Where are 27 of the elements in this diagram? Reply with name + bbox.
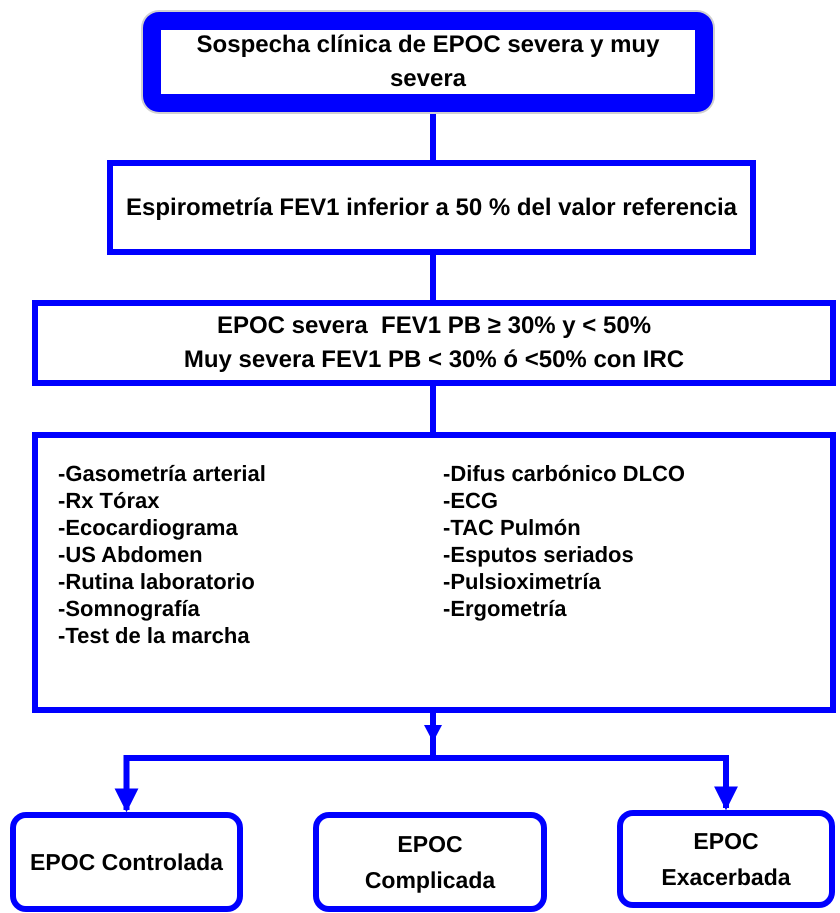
process-box (32, 300, 836, 386)
list-item: -Rutina laboratorio (58, 568, 256, 595)
box-text: EPOC Controlada (30, 848, 223, 877)
test-list-box (32, 432, 836, 713)
process-box (617, 810, 835, 908)
list-item: -US Abdomen (58, 541, 204, 568)
list-item: -Pulsioximetría (443, 568, 602, 595)
box-text: EPOC Complicada (364, 830, 496, 895)
list-item: -Gasometría arterial (58, 460, 267, 487)
list-item: -Ergometría (443, 595, 568, 622)
list-item: -TAC Pulmón (443, 514, 582, 541)
process-box (143, 12, 713, 112)
box-text: Muy severa FEV1 PB < 30% ó <50% con IRC (184, 345, 684, 375)
box-text: EPOC severa FEV1 PB ≥ 30% y < 50% (216, 311, 652, 341)
process-box (313, 812, 547, 912)
box-text: EPOC Exacerbada (660, 827, 792, 892)
list-item: -Difus carbónico DLCO (443, 460, 686, 487)
list-item: -ECG (443, 487, 499, 514)
box-text: Sospecha clínica de EPOC severa y muy severa (196, 30, 660, 94)
list-item: -Ecocardiograma (58, 514, 239, 541)
box-text: Espirometría FEV1 inferior a 50 % del valor referencia (126, 192, 737, 222)
list-item: -Rx Tórax (58, 487, 160, 514)
list-item: -Test de la marcha (58, 622, 251, 649)
list-item: -Somnografía (58, 595, 201, 622)
list-item: -Esputos seriados (443, 541, 635, 568)
process-box (10, 812, 243, 912)
process-box (107, 160, 756, 255)
